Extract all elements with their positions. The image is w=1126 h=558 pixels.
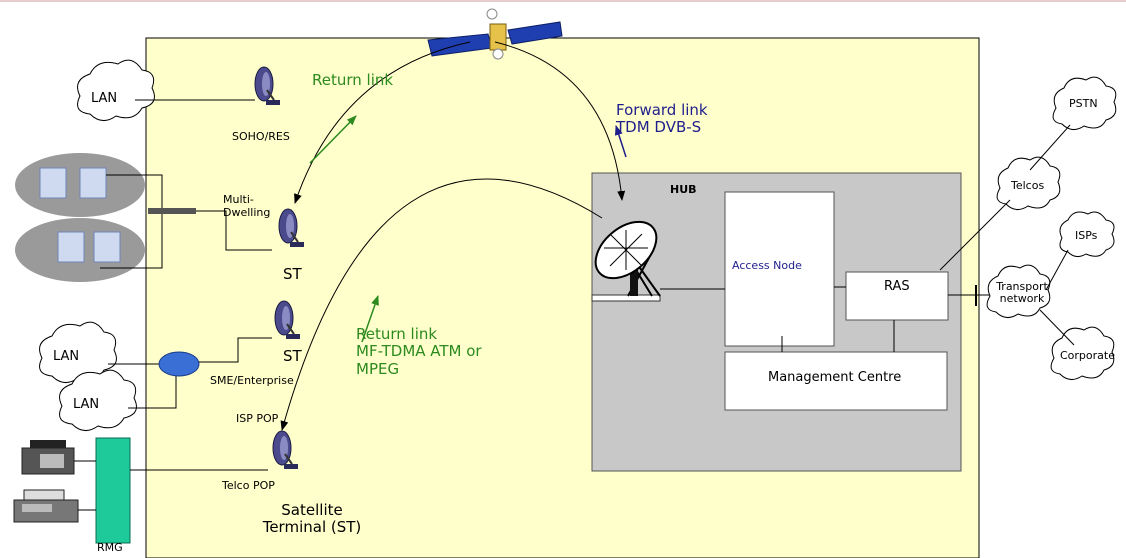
access-node-box	[724, 191, 835, 347]
transport-label: Transport network	[996, 280, 1048, 306]
lan-mid-label: LAN	[53, 349, 80, 364]
lan-top-label: LAN	[91, 91, 118, 106]
return-link-arc-top	[294, 41, 471, 204]
dwelling-wiring	[100, 174, 163, 269]
forward-arrow	[614, 125, 627, 158]
satellite-terminal-label: Satellite Terminal (ST)	[262, 501, 362, 537]
sme-label: SME/Enterprise	[210, 374, 294, 387]
telcos-cloud	[996, 156, 1061, 210]
pc-icons	[39, 167, 121, 263]
pstn-label: PSTN	[1069, 97, 1098, 110]
forward-link-arc	[494, 41, 626, 201]
telephone-icon	[21, 440, 75, 475]
lan-cloud-top	[77, 59, 155, 121]
lan-cloud-bottom	[59, 369, 137, 431]
router-icon	[158, 351, 200, 377]
lan-cloud-mid	[39, 321, 117, 383]
return-arrow-top	[309, 115, 357, 164]
satellite-icon	[427, 8, 563, 60]
lan-bottom-label: LAN	[73, 397, 100, 412]
rmg-box	[95, 437, 131, 544]
fax-icon	[13, 489, 79, 523]
switch-dish-link	[196, 210, 272, 251]
soho-label: SOHO/RES	[232, 130, 290, 143]
isp-pop-label: ISP POP	[236, 412, 279, 425]
telcos-label: Telcos	[1011, 179, 1045, 192]
corporate-label: Corporate	[1060, 349, 1115, 362]
switch-icon	[148, 208, 196, 214]
return-link-mid-label: Return link MF-TDMA ATM or MPEG	[356, 325, 482, 378]
return-link-top-label: Return link	[312, 71, 394, 89]
return-link-arc-bottom	[280, 178, 603, 431]
forward-link-label: Forward link TDM DVB-S	[616, 101, 708, 137]
multi-dwelling-label: Multi- Dwelling	[223, 193, 271, 219]
corporate-cloud	[1050, 326, 1115, 380]
telcos-pstn-link	[1029, 124, 1071, 171]
ras-label: RAS	[884, 279, 910, 294]
st-label-1: ST	[283, 265, 302, 283]
lan2-router-link	[128, 372, 177, 409]
isps-cloud	[1059, 211, 1115, 258]
return-arrow-mid	[361, 295, 379, 343]
telco-pop-label: Telco POP	[222, 479, 275, 492]
hub-title: HUB	[670, 183, 697, 196]
hub-dish-icon	[591, 220, 661, 302]
ras-box	[845, 271, 949, 321]
router-dish-link	[199, 337, 272, 363]
transport-corporate-link	[1039, 309, 1075, 346]
pstn-cloud	[1052, 76, 1117, 130]
st-label-2: ST	[283, 347, 302, 365]
transport-isps-link	[1045, 249, 1069, 291]
rmg-label: RMG	[97, 541, 123, 554]
isps-label: ISPs	[1075, 229, 1098, 242]
ras-telcos-link	[939, 199, 1011, 271]
transport-cloud	[986, 264, 1051, 318]
management-centre-label: Management Centre	[768, 370, 902, 385]
management-centre-box	[724, 351, 948, 411]
access-node-label: Access Node	[732, 259, 802, 272]
